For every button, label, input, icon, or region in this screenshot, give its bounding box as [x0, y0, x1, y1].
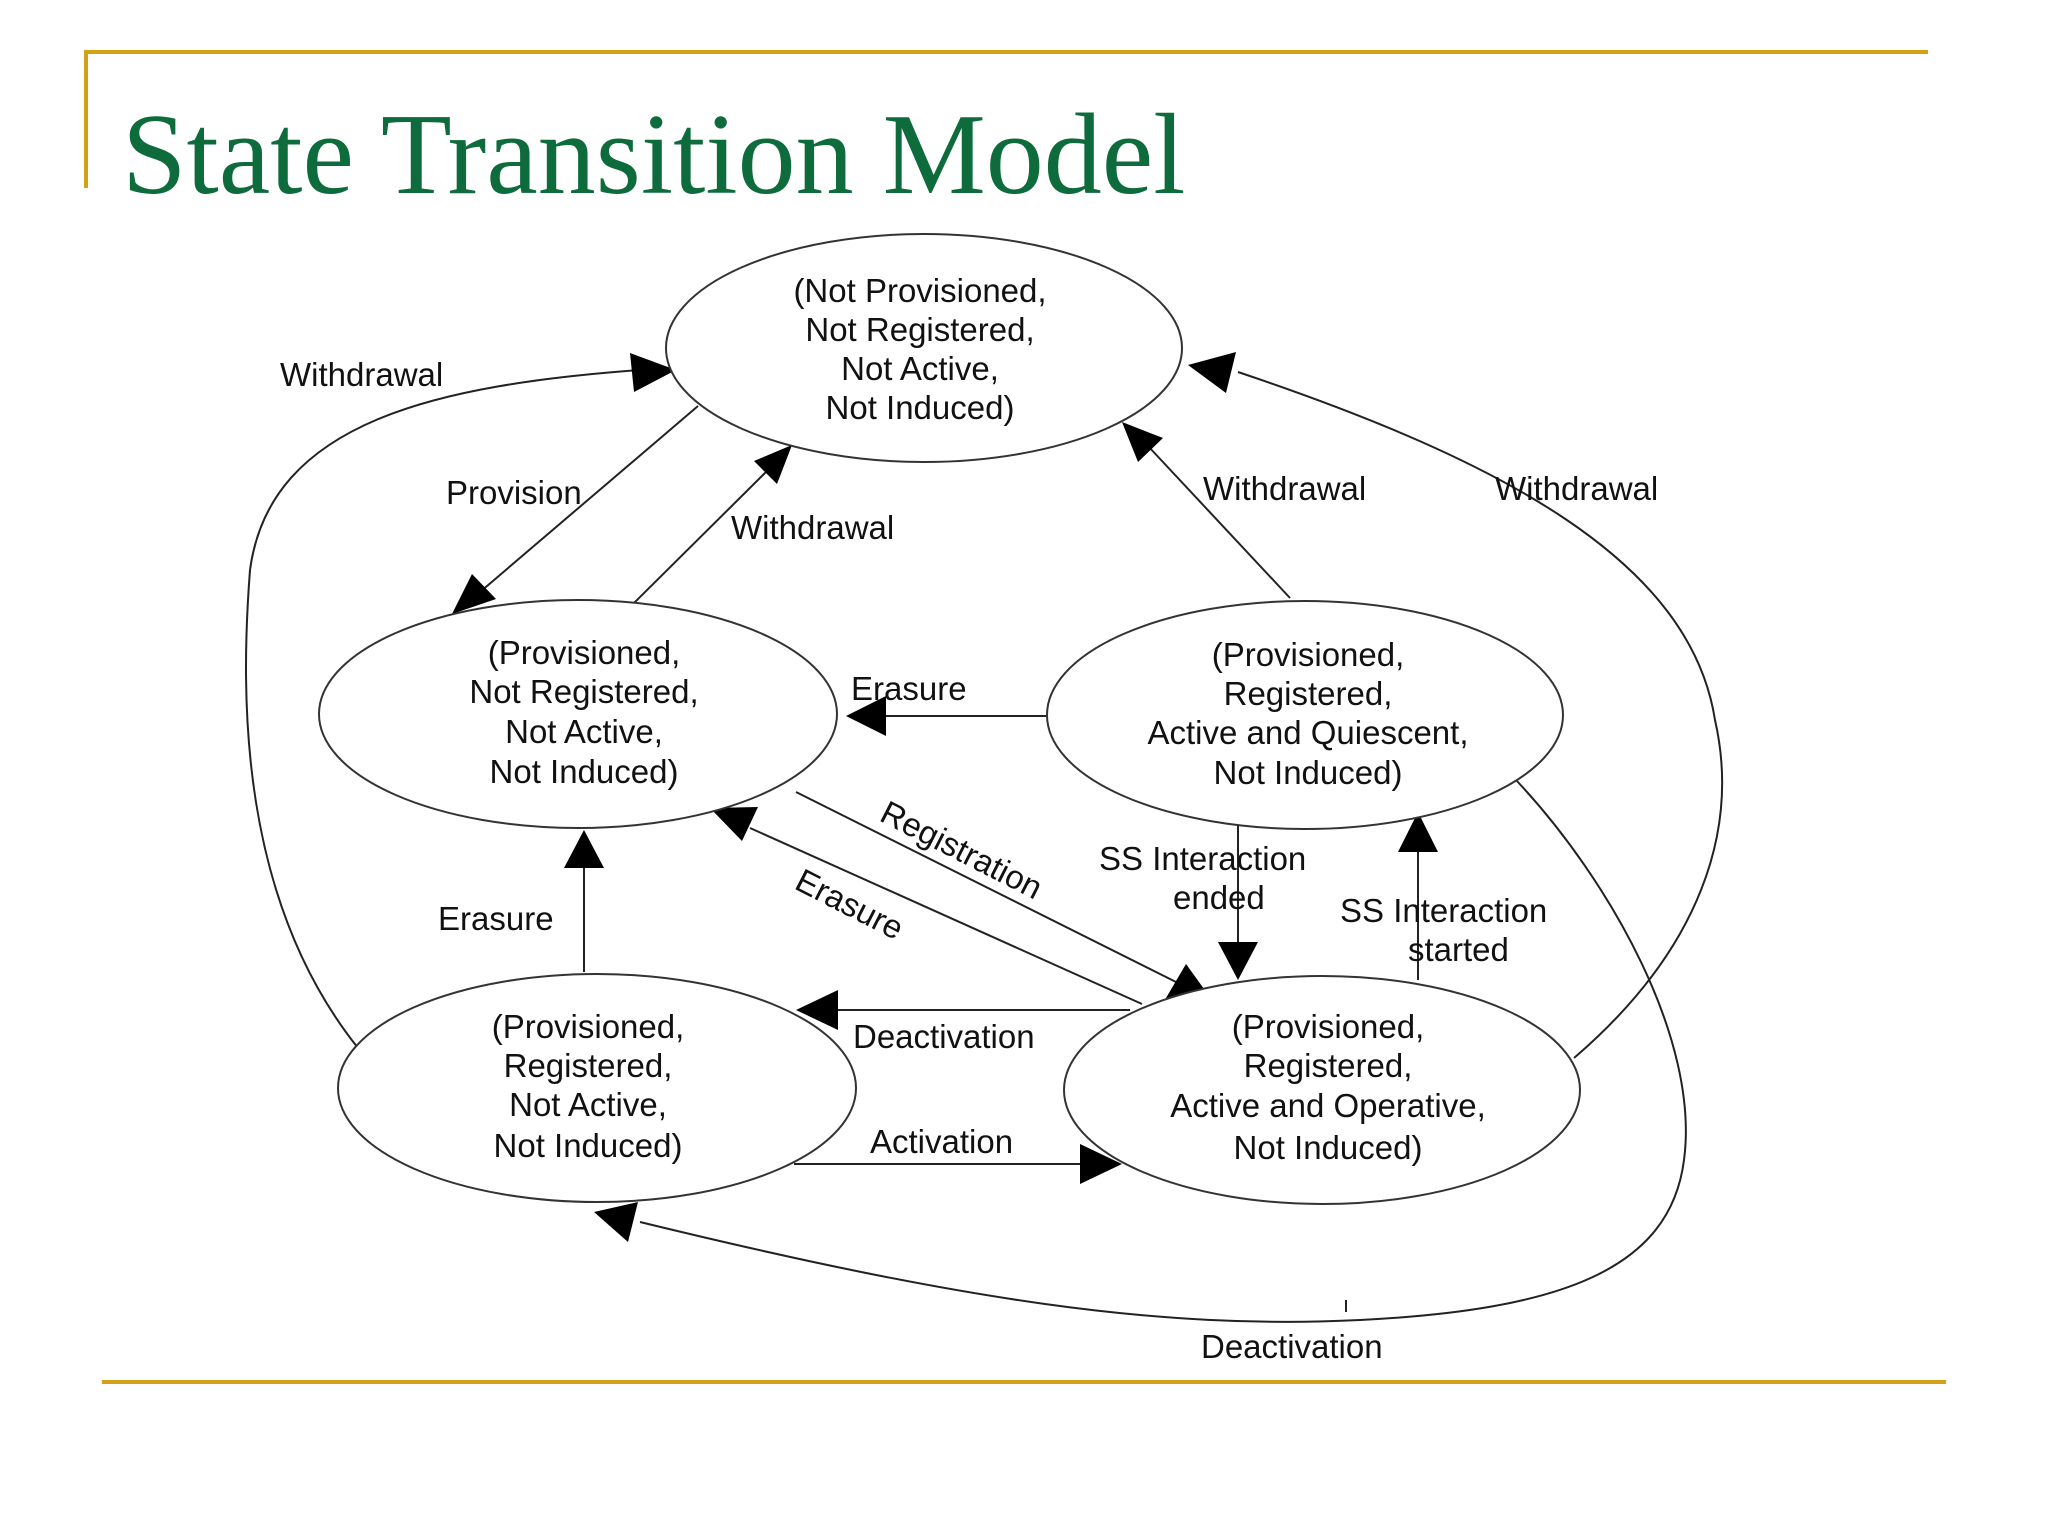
- edge-erasure-s4-to-s1: [749, 827, 1143, 1005]
- edge-withdrawal-s4-to-s0: [1237, 371, 1724, 1059]
- arrowhead-deactivation-mid: [796, 990, 838, 1030]
- arrowhead-provision: [452, 574, 496, 614]
- state-ellipse: [337, 973, 857, 1203]
- arrowhead-erasure-diag: [710, 807, 758, 841]
- state-ellipse: [318, 599, 838, 829]
- arrowhead-ss-ended: [1218, 942, 1258, 980]
- state-text-line: (Provisioned,: [1232, 1008, 1425, 1045]
- state-ellipse: [665, 233, 1183, 463]
- state-text-line: Not Active,: [505, 713, 663, 750]
- state-text-line: Active and Quiescent,: [1147, 714, 1468, 751]
- label-withdrawal-s2: Withdrawal: [1203, 470, 1366, 507]
- label-deactivation-mid: Deactivation: [853, 1018, 1035, 1055]
- state-node-registered-not-active: (Provisioned, Registered, Not Active, No…: [337, 973, 857, 1203]
- arrowhead-withdrawal-s3-to-s0: [630, 353, 676, 392]
- state-node-not-provisioned: (Not Provisioned, Not Registered, Not Ac…: [665, 233, 1183, 463]
- arrowhead-deactivation-bottom: [594, 1202, 638, 1242]
- state-text-line: Registered,: [1244, 1047, 1413, 1084]
- label-erasure-s2: Erasure: [851, 670, 967, 707]
- state-node-active-quiescent: (Provisioned, Registered, Active and Qui…: [1046, 600, 1564, 830]
- edge-withdrawal-s3-to-s0: [245, 369, 641, 1049]
- state-text-line: (Not Provisioned,: [793, 272, 1046, 309]
- label-ss-ended-line1: SS Interaction: [1099, 840, 1306, 877]
- state-text-line: Not Induced): [1234, 1129, 1423, 1166]
- label-erasure-diag: Erasure: [790, 861, 910, 946]
- label-ss-ended-line2: ended: [1173, 879, 1265, 916]
- arrowhead-withdrawal-s4: [1188, 352, 1236, 393]
- arrowhead-ss-started: [1398, 812, 1438, 852]
- arrowhead-activation: [1080, 1144, 1122, 1184]
- edge-registration-s1-to-s4: [795, 791, 1177, 983]
- edge-deactivation-s2-to-s3: [639, 779, 1687, 1323]
- label-ss-started-line1: SS Interaction: [1340, 892, 1547, 929]
- state-text-line: Not Induced): [1214, 754, 1403, 791]
- label-withdrawal-outer-left: Withdrawal: [280, 356, 443, 393]
- label-withdrawal-outer-right: Withdrawal: [1495, 470, 1658, 507]
- state-text-line: Not Active,: [841, 350, 999, 387]
- state-text-line: Not Active,: [509, 1086, 667, 1123]
- state-node-active-operative: (Provisioned, Registered, Active and Ope…: [1063, 975, 1581, 1205]
- state-text-line: Not Induced): [494, 1127, 683, 1164]
- state-text-line: Not Induced): [826, 389, 1015, 426]
- state-text-line: Not Registered,: [469, 673, 698, 710]
- state-text-line: (Provisioned,: [488, 634, 681, 671]
- state-text-line: (Provisioned,: [492, 1008, 685, 1045]
- state-text-line: Registered,: [504, 1047, 673, 1084]
- arrowhead-erasure-s2: [846, 696, 886, 736]
- arrowhead-withdrawal-s1: [754, 445, 792, 484]
- edge-withdrawal-s1-to-s0: [633, 469, 769, 604]
- state-text-line: Not Induced): [490, 753, 679, 790]
- state-node-provisioned-not-registered: (Provisioned, Not Registered, Not Active…: [318, 599, 838, 829]
- state-text-line: Not Registered,: [805, 311, 1034, 348]
- label-activation: Activation: [870, 1123, 1013, 1160]
- state-text-line: Active and Operative,: [1170, 1087, 1486, 1124]
- edge-provision-s0-to-s1: [479, 405, 699, 593]
- label-erasure-s3: Erasure: [438, 900, 554, 937]
- label-ss-started-line2: started: [1408, 931, 1509, 968]
- slide-title: State Transition Model: [122, 91, 1186, 219]
- label-provision: Provision: [446, 474, 582, 511]
- state-text-line: (Provisioned,: [1212, 636, 1405, 673]
- state-text-line: Registered,: [1224, 675, 1393, 712]
- arrowhead-withdrawal-s2: [1122, 422, 1163, 462]
- state-ellipse: [1046, 600, 1564, 830]
- label-deactivation-bottom: Deactivation: [1201, 1328, 1383, 1365]
- label-registration: Registration: [875, 793, 1049, 906]
- edge-withdrawal-s2-to-s0: [1147, 445, 1291, 599]
- state-ellipse: [1063, 975, 1581, 1205]
- arrowhead-erasure-s3: [564, 830, 604, 868]
- label-withdrawal-s1: Withdrawal: [731, 509, 894, 546]
